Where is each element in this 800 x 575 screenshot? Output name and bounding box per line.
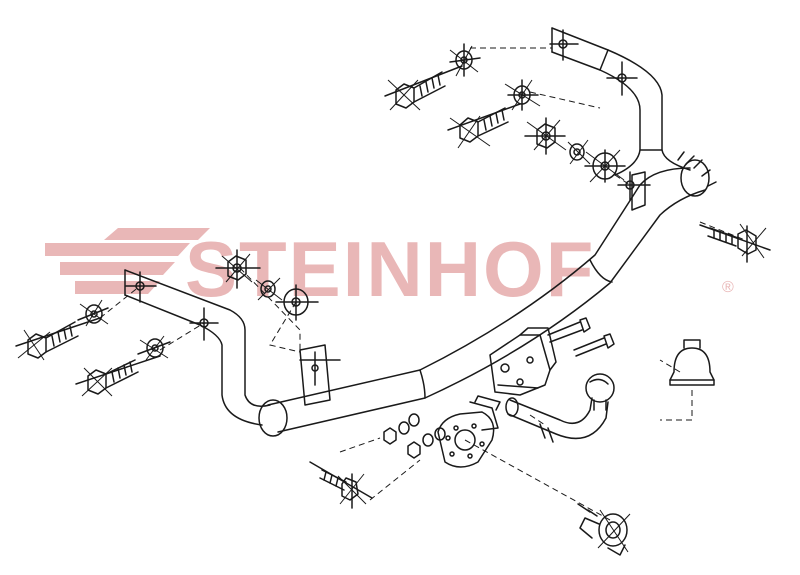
center-mounting-plate	[299, 171, 651, 406]
washer-socket-1	[398, 421, 410, 435]
watermark-registered-mark: ®	[722, 279, 734, 296]
bolt-right-middle	[447, 103, 521, 143]
electrical-socket	[577, 503, 628, 556]
washer-socket-4	[434, 427, 446, 441]
main-cross-tube	[258, 151, 717, 437]
bolt-far-right	[699, 224, 771, 263]
tube-end-left	[258, 399, 288, 437]
mount-point-markers	[17, 45, 767, 553]
tow-ball	[585, 373, 615, 411]
steinhof-watermark: STEINHOF ®	[45, 225, 734, 313]
socket-cover-cap	[669, 339, 715, 386]
tube-end-right	[680, 159, 710, 197]
tow-ball-bracket	[489, 327, 557, 396]
nut-right-lower	[524, 117, 566, 155]
washer-right-upper	[449, 43, 481, 77]
tow-ball-neck	[505, 397, 609, 443]
nut-socket-2	[407, 441, 421, 459]
bolt-left-upper	[15, 317, 101, 359]
watermark-brand-text: STEINHOF	[185, 225, 595, 313]
nut-socket-1	[383, 427, 397, 445]
bracket-bolt-upper	[547, 317, 591, 343]
socket-mounting-plate	[437, 395, 501, 468]
steinhof-logo-stripes	[45, 228, 210, 294]
assembly-guide-lines	[99, 47, 746, 521]
bolt-right-upper	[384, 65, 463, 109]
bracket-bolt-lower	[573, 333, 615, 357]
washer-socket-3	[422, 433, 434, 447]
bolt-left-lower	[75, 355, 161, 395]
washer-socket-2	[408, 413, 420, 427]
